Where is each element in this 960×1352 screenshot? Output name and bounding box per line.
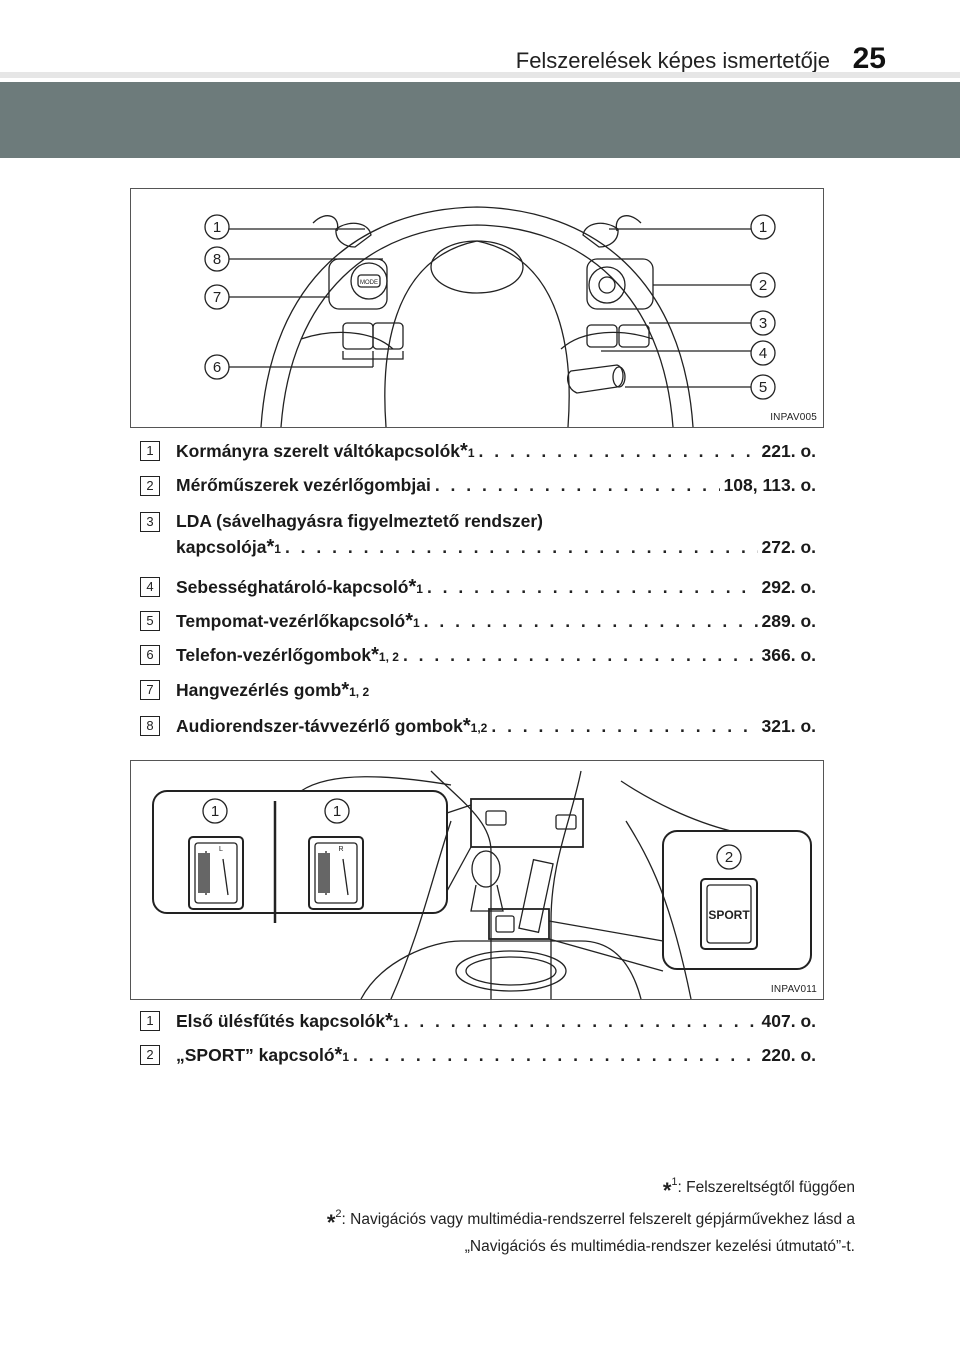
footnote-ref: 1 (412, 616, 420, 630)
footnote-star: * (662, 1178, 672, 1203)
console-illustration: 1 1 2 SPORT L R (152, 770, 812, 999)
footnote-star: * (385, 1010, 393, 1032)
mode-switch-label: MODE (360, 280, 378, 286)
figure-code: INPAV005 (770, 412, 817, 423)
footnote-ref: 1 (467, 446, 475, 460)
footnote-star: * (371, 644, 379, 666)
leader-dots: . . . . . . . . . . . . . . . . . . . . … (402, 645, 758, 665)
callout-label: 4 (759, 345, 767, 362)
item-number: 2 (140, 476, 160, 496)
callout-label: 2 (725, 849, 733, 866)
page-ref: 289. o. (761, 611, 816, 631)
item-number: 6 (140, 645, 160, 665)
item-number: 7 (140, 680, 160, 700)
callout-label: 1 (211, 803, 219, 820)
footnote-ref: 1,2 (470, 721, 488, 735)
footnote-text: : Felszereltségtől függően (677, 1179, 856, 1196)
footnote-ref: 1 (274, 542, 281, 556)
item-number: 1 (140, 1011, 160, 1031)
footnote-text-line2: „Navigációs és multimédia-rendszer kezel… (464, 1238, 855, 1255)
steering-wheel-illustration: 1 8 7 6 1 2 3 4 5 MODE (204, 206, 776, 427)
footnote-ref: 1 (416, 582, 423, 596)
seat-side-letter: R (338, 846, 343, 853)
footnote-star: * (462, 715, 471, 737)
callout-label: 7 (213, 289, 221, 306)
page-ref: 221. o. (761, 441, 816, 461)
footnote-ref: 1, 2 (378, 650, 399, 664)
footnote-star: * (405, 610, 413, 632)
leader-dots: . . . . . . . . . . . . . . . . . . . . … (403, 1011, 758, 1031)
item-label: Telefon-vezérlőgombok (176, 645, 372, 665)
callout-label: 1 (759, 219, 767, 236)
item-number: 2 (140, 1045, 160, 1065)
page-ref: 407. o. (761, 1011, 816, 1031)
leader-dots: . . . . . . . . . . . . . . . . . . . . … (491, 716, 757, 736)
footnote-star: * (334, 1044, 343, 1066)
page-ref: 108, 113. o. (723, 475, 816, 495)
item-label: Sebességhatároló-kapcsoló (176, 577, 409, 597)
footnote-star: * (408, 576, 417, 598)
item-label: Tempomat-vezérlőkapcsoló (176, 611, 406, 631)
item-number: 4 (140, 577, 160, 597)
figure-code: INPAV011 (770, 984, 817, 995)
header-rule (0, 72, 960, 78)
seat-side-letter: L (219, 846, 223, 853)
item-label: Hangvezérlés gomb (176, 680, 342, 700)
leader-dots: . . . . . . . . . . . . . . . . . . . . … (423, 611, 758, 631)
item-label: kapcsolója (176, 537, 267, 557)
sport-switch-label: SPORT (708, 908, 750, 922)
footnote-text: : Navigációs vagy multimédia-rendszerrel… (341, 1211, 855, 1228)
footnote-ref: 1 (392, 1016, 400, 1030)
footnote-star: * (266, 536, 275, 558)
item-label: Kormányra szerelt váltókapcsolók (176, 441, 461, 461)
footnote-star: * (326, 1210, 336, 1235)
page-ref: 292. o. (761, 577, 816, 597)
footnote-2: *2: Navigációs vagy multimédia-rendszerr… (327, 1208, 855, 1256)
item-number: 5 (140, 611, 160, 631)
leader-dots: . . . . . . . . . . . . . . . . . . . . … (426, 577, 758, 597)
footnote-star: * (341, 679, 350, 701)
footnote-ref: 1 (342, 1050, 349, 1064)
item-number: 1 (140, 441, 160, 461)
callout-label: 2 (759, 277, 767, 294)
header-title: Felszerelések képes ismertetője (515, 48, 830, 73)
callout-label: 1 (333, 803, 341, 820)
item-label-line1: LDA (sávelhagyásra figyelmeztető rendsze… (176, 511, 543, 531)
item-label: Első ülésfűtés kapcsolók (176, 1011, 386, 1031)
page-ref: 272. o. (761, 537, 816, 557)
console-figure: 1 1 2 SPORT L R INPAV011 (130, 760, 824, 1000)
page-header: Felszerelések képes ismertetője 25 (0, 0, 960, 75)
item-number: 3 (140, 512, 160, 532)
page-ref: 220. o. (761, 1045, 816, 1065)
footnote-ref: 1, 2 (349, 685, 370, 699)
page-number: 25 (852, 42, 886, 75)
callout-label: 5 (759, 379, 767, 396)
steering-wheel-figure: 1 8 7 6 1 2 3 4 5 MODE INPAV005 (130, 188, 824, 428)
page-ref: 366. o. (761, 645, 816, 665)
item-label: Mérőműszerek vezérlőgombjai (176, 475, 431, 495)
callout-label: 1 (213, 219, 221, 236)
page-ref: 321. o. (761, 716, 816, 736)
item-label: Audiorendszer-távvezérlő gombok (176, 716, 463, 736)
leader-dots: . . . . . . . . . . . . . . . . . . . . … (434, 475, 720, 495)
leader-dots: . . . . . . . . . . . . . . . . . . . . … (353, 1045, 758, 1065)
section-band (0, 82, 960, 158)
callout-label: 8 (213, 251, 221, 268)
footnote-1: *1: Felszereltségtől függően (663, 1176, 855, 1204)
footnote-number: 1 (671, 1176, 678, 1188)
item-number: 8 (140, 716, 160, 736)
leader-dots: . . . . . . . . . . . . . . . . . . . . … (478, 441, 758, 461)
callout-label: 6 (213, 359, 221, 376)
callout-label: 3 (759, 315, 767, 332)
footnote-star: * (460, 440, 468, 462)
leader-dots: . . . . . . . . . . . . . . . . . . . . … (284, 537, 758, 557)
item-label: „SPORT” kapcsoló (176, 1045, 335, 1065)
footnote-number: 2 (335, 1208, 342, 1220)
